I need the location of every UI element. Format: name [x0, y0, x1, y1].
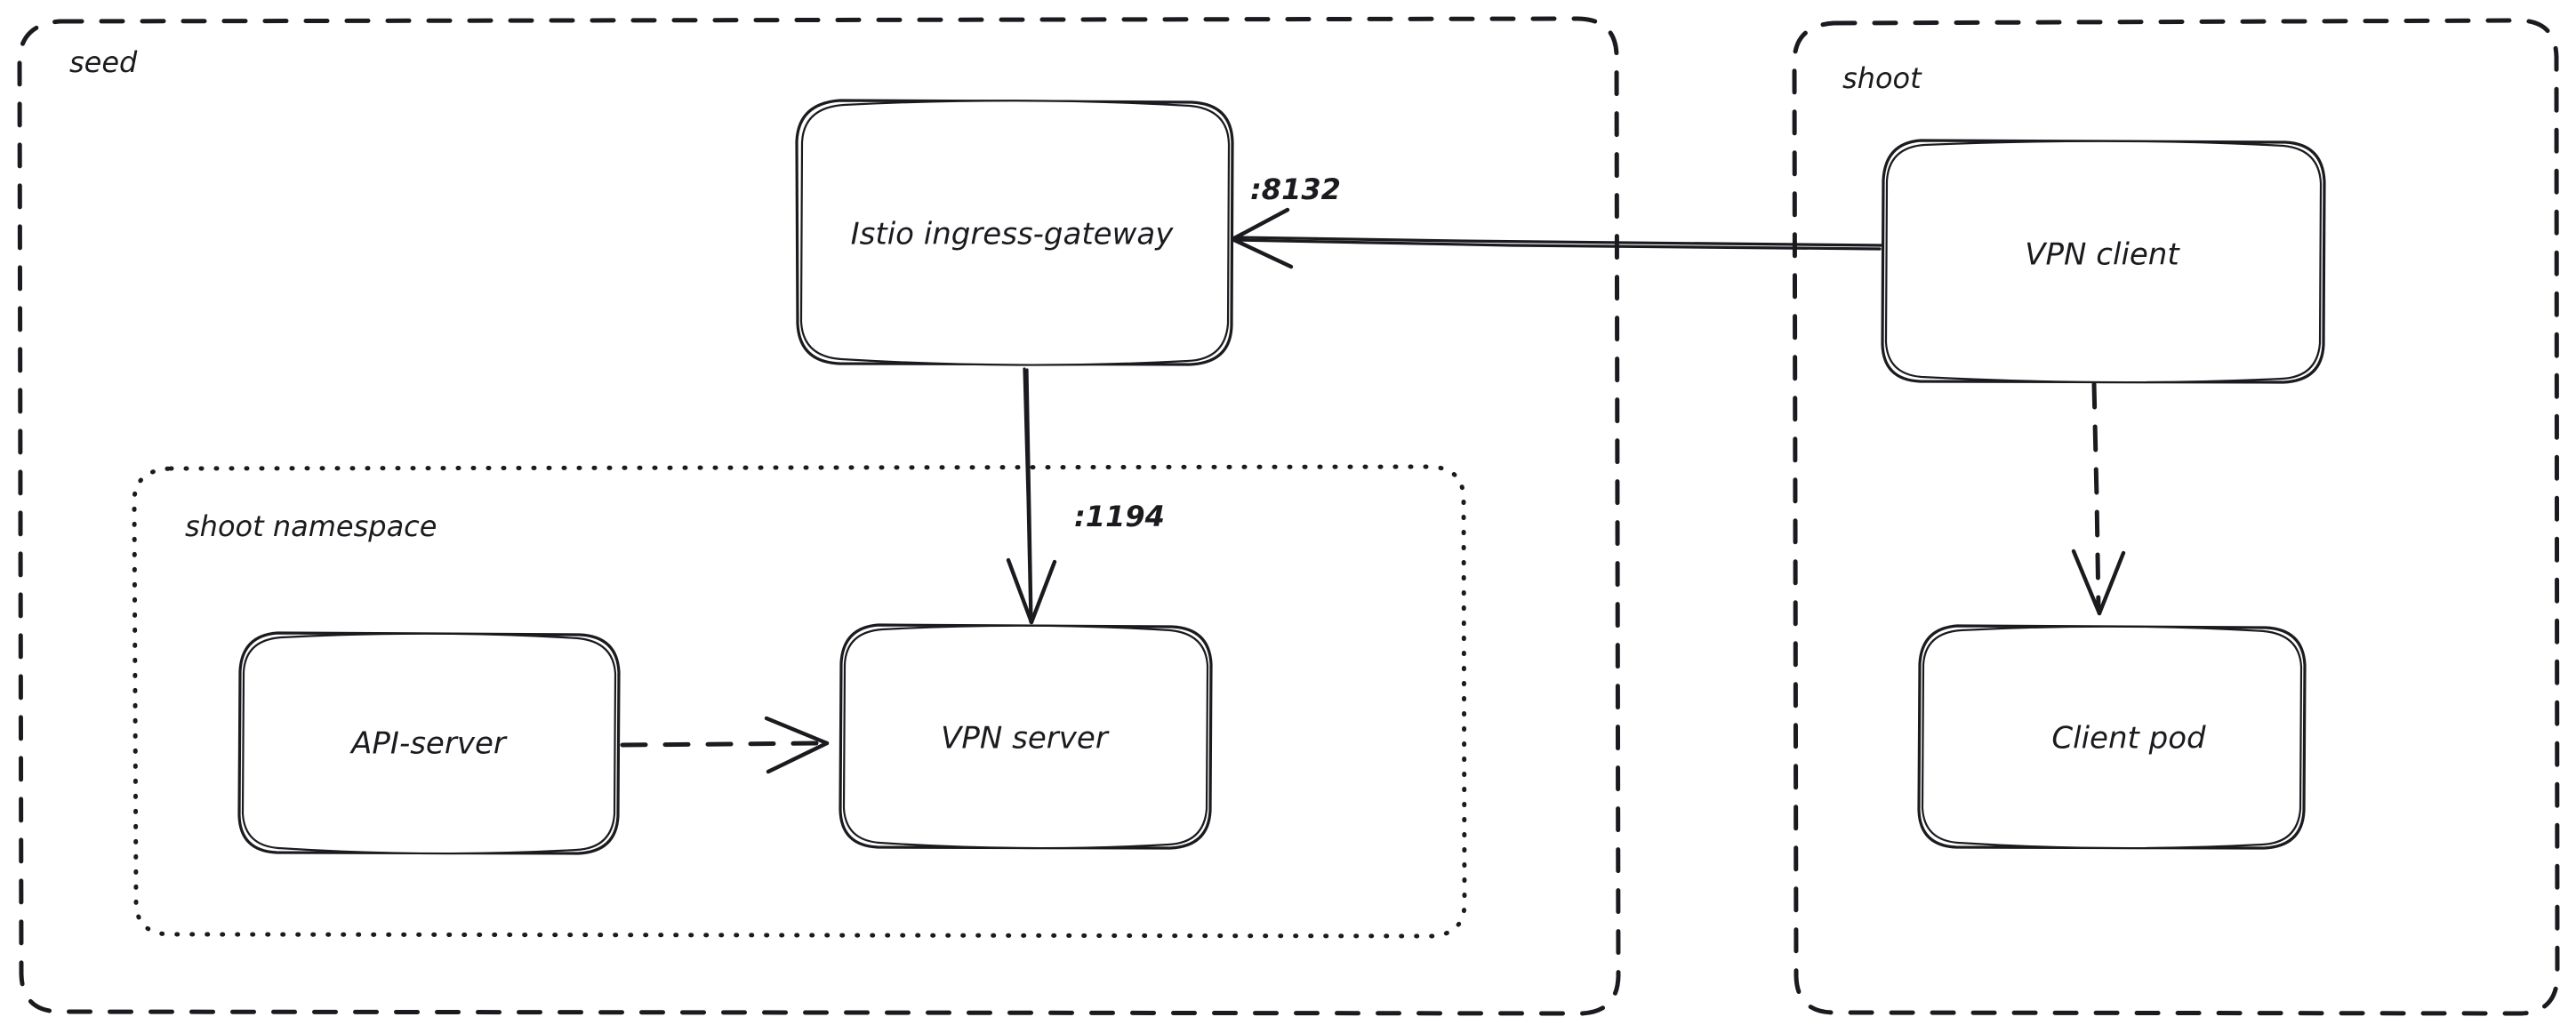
node-client-pod[interactable]: Client pod [1917, 624, 2307, 850]
edge-label-8132: :8132 [1250, 172, 1341, 206]
vpn-server-box-sketch [842, 624, 1209, 850]
edge-vpn-client-to-client-pod-arrowhead-left [2071, 549, 2102, 616]
edge-vpn-client-to-istio-line-2 [1234, 238, 1882, 251]
shoot-border [1792, 18, 2560, 1016]
node-istio-ingress-gateway[interactable]: Istio ingress-gateway [795, 99, 1234, 366]
edge-istio-to-vpn-server-arrowhead-right [1029, 559, 1057, 625]
node-api-server[interactable]: API-server [237, 631, 621, 855]
vpn-client-box-sketch [1884, 140, 2323, 384]
edge-vpn-client-to-istio-arrowhead-upper [1232, 207, 1290, 241]
seed-label: seed [69, 45, 138, 79]
edge-vpn-client-to-client-pod-line [2091, 381, 2101, 613]
edge-api-server-to-vpn-server[interactable] [620, 716, 830, 774]
shoot-label: shoot [1842, 61, 1922, 95]
edge-istio-to-vpn-server[interactable]: :1194 [1006, 367, 1165, 625]
vpn-server-label: VPN server [941, 721, 1110, 757]
client-pod-box-sketch [1921, 625, 2303, 850]
shoot-namespace-label: shoot namespace [185, 509, 437, 543]
edge-vpn-client-to-client-pod[interactable] [2071, 381, 2126, 616]
api-server-box-sketch [241, 632, 617, 855]
group-seed[interactable]: seed [17, 16, 1621, 1016]
edge-api-server-to-vpn-server-arrowhead-upper [764, 716, 830, 746]
edge-vpn-client-to-istio-arrowhead-lower [1232, 237, 1294, 269]
edge-vpn-client-to-client-pod-arrowhead-right [2097, 550, 2126, 616]
seed-border [17, 16, 1621, 1016]
istio-ingress-gateway-label: Istio ingress-gateway [851, 217, 1175, 252]
edge-label-1194: :1194 [1074, 500, 1165, 533]
group-shoot-namespace[interactable]: shoot namespace [132, 464, 1467, 939]
api-server-label: API-server [349, 726, 508, 762]
node-vpn-client[interactable]: VPN client [1881, 139, 2326, 384]
edge-istio-to-vpn-server-arrowhead-left [1006, 557, 1034, 625]
shoot-namespace-border [132, 464, 1467, 939]
node-vpn-server[interactable]: VPN server [839, 623, 1213, 850]
edge-vpn-client-to-istio-line [1236, 236, 1883, 247]
edge-api-server-to-vpn-server-arrowhead-lower [766, 741, 830, 774]
edge-api-server-to-vpn-server-line [620, 741, 824, 748]
client-pod-label: Client pod [2051, 721, 2206, 757]
edge-vpn-client-to-istio[interactable]: :8132 [1232, 172, 1883, 269]
istio-ingress-gateway-box-sketch [799, 100, 1231, 366]
edge-istio-to-vpn-server-line-2 [1025, 368, 1033, 622]
group-shoot[interactable]: shoot [1792, 18, 2560, 1016]
vpn-client-label: VPN client [2025, 237, 2180, 273]
